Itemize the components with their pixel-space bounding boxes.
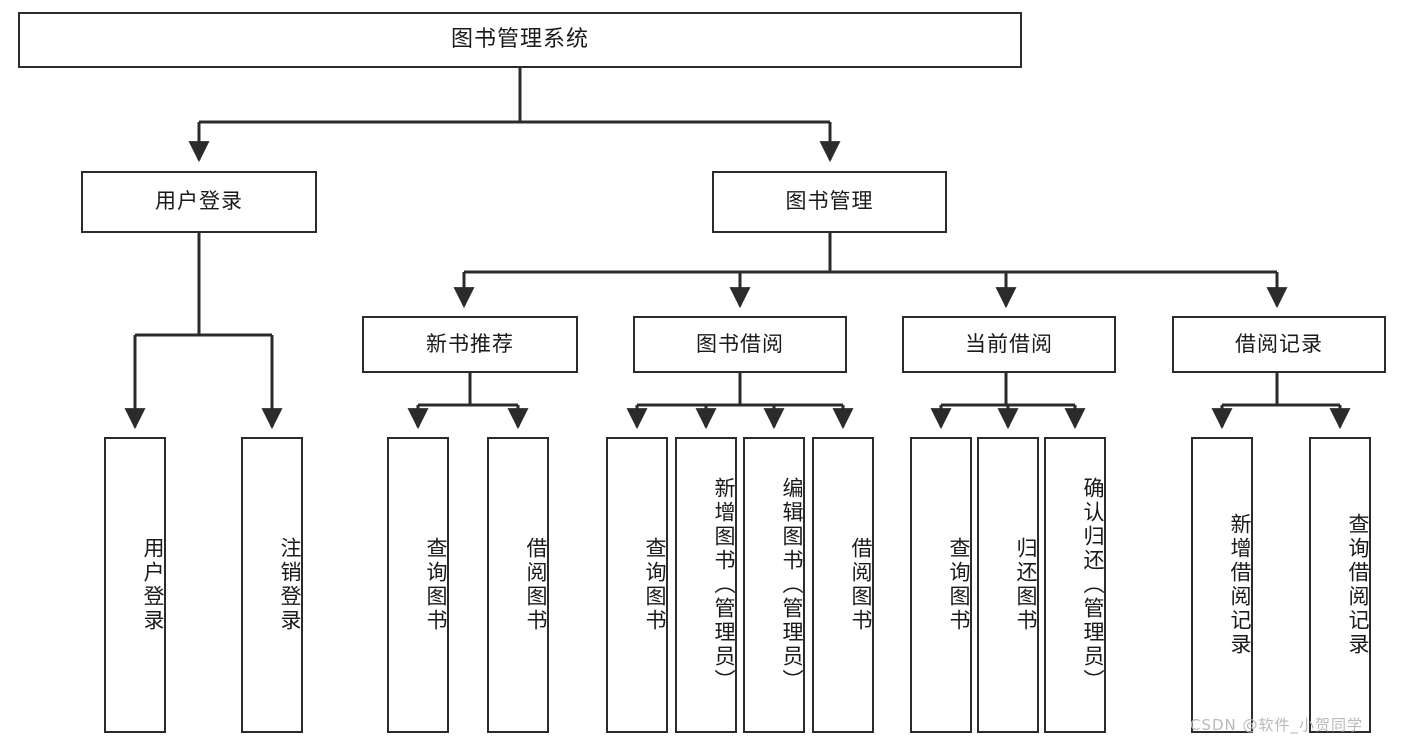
leaf-record-search[interactable]: 查询借阅记录 [1309, 437, 1371, 733]
node-book-borrow-label: 图书借阅 [696, 331, 784, 356]
csdn-watermark: CSDN @软件_小贺同学 [1190, 716, 1364, 734]
leaf-recommend-borrow-book-label: 借阅图书 [524, 537, 548, 633]
leaf-borrow-edit-book[interactable]: 编辑图书（管理员） [743, 437, 805, 733]
leaf-current-return-book-label: 归还图书 [1014, 537, 1038, 633]
leaf-user-login[interactable]: 用户登录 [104, 437, 166, 733]
node-book-borrow[interactable]: 图书借阅 [633, 316, 847, 373]
node-root-system-label: 图书管理系统 [450, 26, 589, 52]
node-book-manage-label: 图书管理 [785, 189, 874, 214]
leaf-user-logout-label: 注销登录 [278, 537, 302, 633]
leaf-borrow-lend-book-label: 借阅图书 [849, 537, 873, 633]
leaf-record-add[interactable]: 新增借阅记录 [1191, 437, 1253, 733]
leaf-current-confirm-return-label: 确认归还（管理员） [1081, 477, 1105, 693]
leaf-borrow-add-book[interactable]: 新增图书（管理员） [675, 437, 737, 733]
node-current-borrow-label: 当前借阅 [965, 331, 1053, 356]
node-user-login-label: 用户登录 [155, 189, 243, 214]
node-book-manage[interactable]: 图书管理 [712, 171, 947, 233]
node-new-book-recommend-label: 新书推荐 [426, 331, 514, 356]
leaf-borrow-lend-book[interactable]: 借阅图书 [812, 437, 874, 733]
node-current-borrow[interactable]: 当前借阅 [902, 316, 1116, 373]
node-borrow-record-label: 借阅记录 [1235, 331, 1323, 356]
leaf-user-login-label: 用户登录 [141, 537, 165, 633]
leaf-borrow-edit-book-label: 编辑图书（管理员） [780, 477, 804, 693]
leaf-recommend-query-book-label: 查询图书 [424, 537, 448, 633]
leaf-current-query-book-label: 查询图书 [947, 537, 971, 633]
node-root-system[interactable]: 图书管理系统 [18, 12, 1022, 68]
leaf-current-return-book[interactable]: 归还图书 [977, 437, 1039, 733]
leaf-borrow-query-book-label: 查询图书 [643, 537, 667, 633]
leaf-current-query-book[interactable]: 查询图书 [910, 437, 972, 733]
node-user-login[interactable]: 用户登录 [81, 171, 317, 233]
leaf-borrow-query-book[interactable]: 查询图书 [606, 437, 668, 733]
leaf-recommend-borrow-book[interactable]: 借阅图书 [487, 437, 549, 733]
leaf-recommend-query-book[interactable]: 查询图书 [387, 437, 449, 733]
leaf-record-add-label: 新增借阅记录 [1228, 513, 1252, 657]
node-borrow-record[interactable]: 借阅记录 [1172, 316, 1386, 373]
leaf-current-confirm-return[interactable]: 确认归还（管理员） [1044, 437, 1106, 733]
leaf-record-search-label: 查询借阅记录 [1346, 513, 1370, 657]
leaf-user-logout[interactable]: 注销登录 [241, 437, 303, 733]
leaf-borrow-add-book-label: 新增图书（管理员） [712, 477, 736, 693]
node-new-book-recommend[interactable]: 新书推荐 [362, 316, 578, 373]
